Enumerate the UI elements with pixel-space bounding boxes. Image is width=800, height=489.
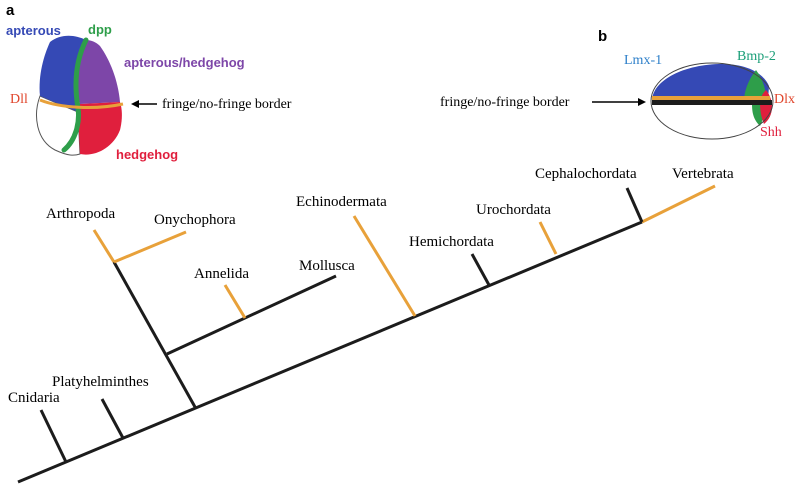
limb-bud-outline [650, 62, 774, 140]
branch-arthropoda [92, 229, 116, 263]
branch-vertebrata [641, 184, 716, 224]
taxon-hemichordata: Hemichordata [409, 234, 494, 250]
panel-a-letter: a [6, 2, 15, 19]
left-arrow-icon [131, 100, 157, 108]
label-shh: Shh [760, 125, 782, 140]
phylogenetic-tree: Cnidaria Platyhelminthes Arthropoda Onyc… [8, 166, 734, 484]
label-dpp: dpp [88, 22, 112, 37]
branch-platyhelminthes [100, 398, 125, 439]
branch-onychophora [113, 230, 187, 264]
panel-b-letter: b [598, 28, 607, 45]
panel-b: b Lmx-1 Bmp-2 Dlx Shh fringe/no-fringe b… [440, 28, 795, 140]
branch-cnidaria [39, 409, 68, 463]
right-arrow-icon [592, 98, 646, 106]
branch-cephalochordata [625, 187, 644, 223]
branch-urochordata [538, 221, 558, 255]
apterous-hedgehog-region [76, 40, 120, 104]
taxon-onychophora: Onychophora [154, 212, 236, 228]
branch-annelida [223, 284, 247, 319]
lmx1-region [652, 64, 769, 101]
fringe-border-line [39, 98, 124, 109]
taxon-cnidaria: Cnidaria [8, 390, 60, 406]
label-hedgehog: hedgehog [116, 147, 178, 162]
limb-bud-illustration [650, 62, 774, 140]
taxon-echinodermata: Echinodermata [296, 194, 387, 210]
panel-a: a apterous dpp apterous/hedgehog Dll hed… [6, 2, 292, 162]
label-apterous: apterous [6, 23, 61, 38]
branch-protostomes [112, 261, 197, 408]
taxon-mollusca: Mollusca [299, 258, 355, 274]
label-fringe-border-a: fringe/no-fringe border [162, 97, 292, 112]
label-dlx: Dlx [774, 92, 795, 107]
border-black-band [652, 100, 772, 105]
taxon-vertebrata: Vertebrata [672, 166, 734, 182]
branch-lophotrochozoa [166, 274, 337, 356]
taxon-annelida: Annelida [194, 266, 249, 282]
label-lmx1: Lmx-1 [624, 53, 662, 68]
taxon-arthropoda: Arthropoda [46, 206, 115, 222]
hedgehog-region [78, 102, 122, 155]
label-bmp2: Bmp-2 [737, 49, 776, 64]
taxon-platyhelminthes: Platyhelminthes [52, 374, 149, 390]
border-orange-band [652, 96, 770, 100]
branch-echinodermata [352, 215, 417, 317]
label-fringe-border-b: fringe/no-fringe border [440, 95, 570, 110]
ventral-region [652, 101, 772, 139]
branch-hemichordata [470, 253, 491, 286]
label-apterous-hedgehog: apterous/hedgehog [124, 55, 245, 70]
label-dll: Dll [10, 92, 28, 107]
taxon-cephalochordata: Cephalochordata [535, 166, 637, 182]
tree-trunk [17, 220, 643, 484]
wing-disc-illustration [36, 35, 124, 156]
taxon-urochordata: Urochordata [476, 202, 551, 218]
